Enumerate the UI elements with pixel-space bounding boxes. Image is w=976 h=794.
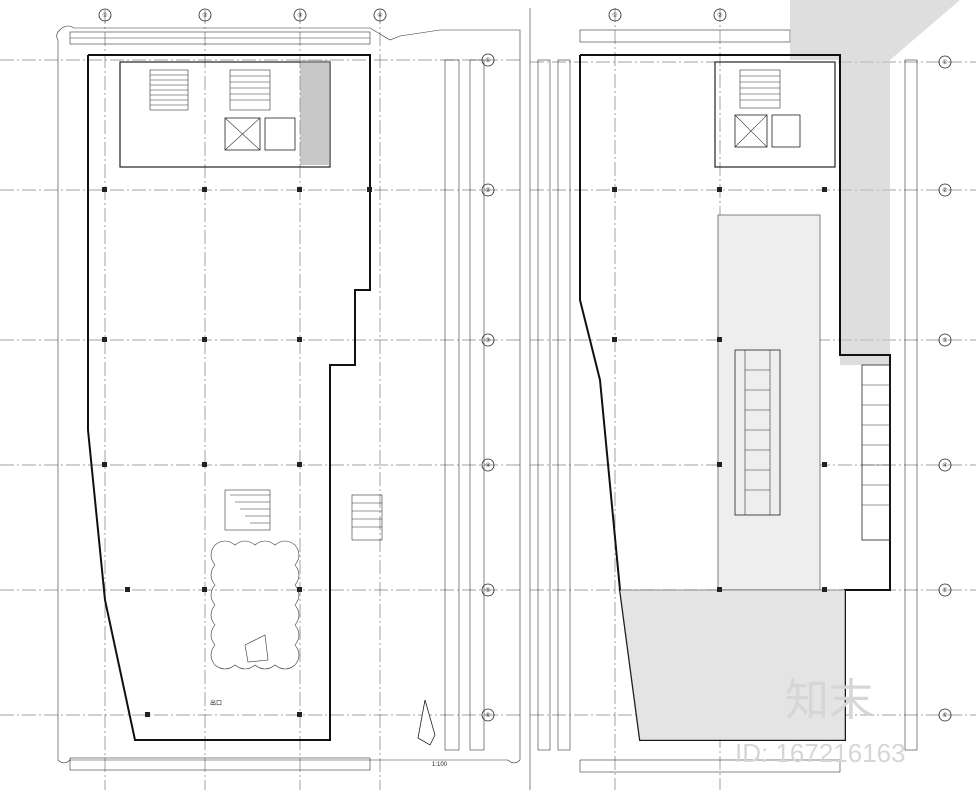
revision-cloud-left: [56, 25, 521, 764]
left-floor-plan: ① ② ③ ④ ① ② ③ ④ ⑤ ⑥ 出口 1:100: [0, 8, 521, 790]
escalator-1: [734, 349, 781, 516]
stair-symbol-2: [351, 494, 383, 541]
elevator-left-1: [224, 117, 261, 151]
axis-label-col-2: ②: [202, 12, 207, 19]
svg-text:④: ④: [485, 462, 490, 469]
hatched-area-top-right: [790, 0, 960, 365]
svg-text:⑤: ⑤: [942, 587, 947, 594]
axis-label-col-3: ③: [297, 12, 302, 19]
watermark-id: ID: 167216163: [735, 738, 906, 768]
entrance-plaza: [619, 589, 846, 741]
svg-text:⑥: ⑥: [942, 712, 947, 719]
bottom-dimension-strip-left: [69, 757, 371, 771]
core-block-left: [119, 61, 331, 168]
outer-wall-left: [87, 54, 371, 741]
axis-bubbles-top-left: ① ② ③ ④: [98, 8, 387, 22]
elevator-left-2: [264, 117, 296, 151]
svg-text:②: ②: [942, 187, 947, 194]
svg-text:①: ①: [612, 12, 617, 19]
svg-text:①: ①: [485, 57, 490, 64]
svg-text:③: ③: [485, 337, 490, 344]
stair-symbol-1: [224, 489, 271, 531]
svg-text:⑥: ⑥: [485, 712, 490, 719]
escalator-2: [861, 364, 891, 541]
axis-bubbles-top-right: ① ②: [608, 8, 727, 22]
hatched-shaft-left: [300, 60, 330, 165]
svg-text:②: ②: [717, 12, 722, 19]
axis-label-col-4: ④: [377, 12, 382, 19]
svg-text:⑤: ⑤: [485, 587, 490, 594]
svg-text:④: ④: [942, 462, 947, 469]
atrium-area: [717, 214, 821, 591]
axis-label-col-1: ①: [102, 12, 107, 19]
svg-text:①: ①: [942, 59, 947, 66]
scale-label: 1:100: [432, 762, 448, 768]
exit-label: 出口: [210, 699, 222, 707]
top-dimension-strip-right: [579, 29, 791, 43]
watermark-logo: 知末: [785, 676, 873, 725]
note-cloud: [210, 540, 300, 670]
bottom-dimension-strip-right: [579, 759, 841, 773]
svg-text:②: ②: [485, 187, 490, 194]
side-dimension-strip: [444, 59, 460, 751]
axis-bubbles-right-left-plan: ① ② ③ ④ ⑤ ⑥: [481, 53, 495, 722]
elevator-right-1: [734, 114, 768, 148]
north-arrow-icon: [417, 699, 436, 746]
core-block-right: [714, 61, 836, 168]
right-floor-plan: ① ② ① ② ③ ④ ⑤ ⑥: [529, 0, 976, 790]
axis-bubbles-right-edge: ① ② ③ ④ ⑤ ⑥: [938, 55, 952, 722]
svg-text:③: ③: [942, 337, 947, 344]
elevator-right-2: [771, 114, 801, 148]
